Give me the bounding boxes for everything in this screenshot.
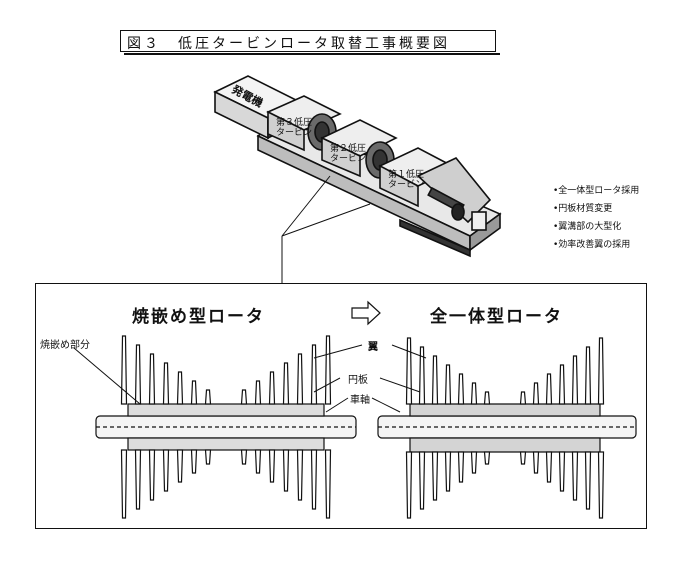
turbine-blade (324, 335, 332, 405)
turbine-blade (148, 449, 156, 501)
note-item: •翼溝部の大型化 (553, 222, 622, 232)
turbine-blade (597, 451, 605, 519)
turbine-blade (571, 451, 579, 501)
turbine-blade (148, 353, 156, 405)
turbine-blade (324, 449, 332, 519)
shrink-fit-rotor (95, 403, 357, 451)
turbine-blade (176, 371, 184, 405)
improvement-notes: •全一体型ロータ採用 •円板材質変更 •翼溝部の大型化 •効率改善翼の採用 (553, 182, 639, 254)
turbine-blade (405, 337, 413, 405)
turbine-blade (120, 335, 128, 405)
left-rotor-title: 焼嵌め型ロータ (132, 307, 265, 327)
turbine-blade (584, 346, 592, 405)
turbine-blade (519, 391, 527, 405)
turbine-blade (470, 451, 478, 474)
turbine-blade (405, 451, 413, 519)
turbine1-label: 第１低圧タービン (388, 170, 425, 190)
turbine-blade (597, 337, 605, 405)
turbine-blade (457, 451, 465, 483)
turbine-blade (444, 364, 452, 405)
turbine-blade (162, 449, 170, 492)
turbine-blade (254, 449, 262, 474)
turbine-blade (584, 451, 592, 510)
turbine-blade (282, 362, 290, 405)
turbine-blade (120, 449, 128, 519)
turbine-blade (190, 380, 198, 405)
turbine-blade (268, 371, 276, 405)
turbine2-label: 第２低圧タービン (330, 144, 367, 164)
monoblock-rotor (377, 403, 637, 453)
turbine-blade (240, 389, 248, 405)
turbine-blade (558, 364, 566, 405)
turbine-blade (254, 380, 262, 405)
turbine3-label: 第３低圧タービン (276, 118, 313, 138)
turbine-blade (282, 449, 290, 492)
note-item: •円板材質変更 (553, 204, 613, 214)
turbine-blade (296, 449, 304, 501)
turbine-blade (310, 449, 318, 510)
turbine-blade (296, 353, 304, 405)
turbine-blade (558, 451, 566, 492)
turbine-blade (162, 362, 170, 405)
figure-title-box: 図３ 低圧タービンロータ取替工事概要図 (120, 30, 500, 55)
figure-title: 図３ 低圧タービンロータ取替工事概要図 (127, 36, 450, 52)
turbine-blade (204, 449, 212, 465)
note-item: •全一体型ロータ採用 (553, 186, 640, 196)
turbine-blade (470, 382, 478, 405)
right-arrow-icon (351, 300, 381, 326)
turbine-blade (268, 449, 276, 483)
shrink-part-label: 焼嵌め部分 (40, 340, 90, 351)
turbine-blade (483, 391, 491, 405)
right-rotor-title: 全一体型ロータ (430, 307, 563, 327)
turbine-blade (545, 451, 553, 483)
turbine-blade (240, 449, 248, 465)
note-item: •効率改善翼の採用 (553, 240, 631, 250)
turbine-blade (519, 451, 527, 465)
turbine-blade (310, 344, 318, 405)
turbine-blade (431, 451, 439, 501)
turbine-blade (571, 355, 579, 405)
turbine-blade (176, 449, 184, 483)
turbine-blade (444, 451, 452, 492)
turbine-blade (532, 451, 540, 474)
turbine-blade (545, 373, 553, 405)
turbine-blade (418, 451, 426, 510)
disc-label: 円板 (348, 375, 368, 386)
turbine-blade (190, 449, 198, 474)
turbine-blade (204, 389, 212, 405)
turbine-blade (134, 449, 142, 510)
turbine-blade (532, 382, 540, 405)
turbine-blade (457, 373, 465, 405)
turbine-blade (418, 346, 426, 405)
shaft-label: 車軸 (350, 395, 370, 406)
turbine-blade (483, 451, 491, 465)
blade-label: 翼 (368, 342, 378, 353)
turbine-blade (431, 355, 439, 405)
rotor-comparison-panel (35, 283, 647, 529)
turbine-blade (134, 344, 142, 405)
